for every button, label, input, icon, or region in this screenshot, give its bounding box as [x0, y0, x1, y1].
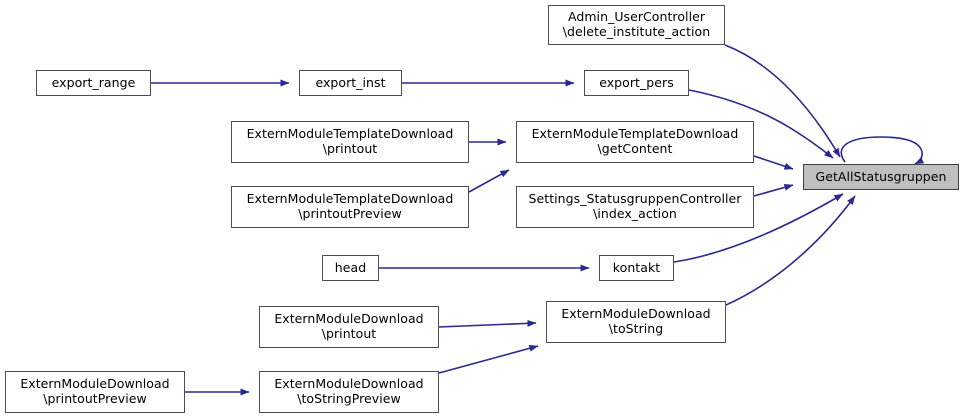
node-label: ExternModuleDownload \printout [274, 311, 424, 341]
edge-settings_statusgruppen-to-get_all_statusgruppen [753, 183, 794, 197]
node-label: ExternModuleTemplateDownload \printout [246, 126, 454, 156]
node-admin-usercontroller-delete-institute-action[interactable]: Admin_UserController \delete_institute_a… [548, 5, 725, 45]
node-label: ExternModuleTemplateDownload \getContent [531, 126, 739, 156]
node-label: export_pers [599, 74, 674, 90]
node-label: export_range [51, 74, 136, 90]
node-label: ExternModuleDownload \toString [561, 306, 711, 336]
node-label: Admin_UserController \delete_institute_a… [562, 9, 711, 39]
node-externmoduledownload-tostring[interactable]: ExternModuleDownload \toString [546, 301, 726, 343]
edge-get_all_statusgruppen-self-loop [840, 136, 925, 165]
node-label: ExternModuleTemplateDownload \printoutPr… [246, 191, 454, 221]
node-settings-statusgruppencontroller-index-action[interactable]: Settings_StatusgruppenController \index_… [516, 186, 754, 228]
node-label: export_inst [315, 74, 386, 90]
node-label: ExternModuleDownload \toStringPreview [274, 376, 424, 406]
node-export-range[interactable]: export_range [36, 70, 151, 96]
node-label: kontakt [612, 259, 661, 275]
node-label: Settings_StatusgruppenController \index_… [528, 191, 742, 221]
node-export-inst[interactable]: export_inst [299, 70, 402, 96]
edge-emtd_printoutpreview-to-emtd_getcontent [468, 169, 510, 193]
node-label: head [334, 259, 367, 275]
node-head[interactable]: head [322, 255, 379, 281]
node-externmoduledownload-printoutpreview[interactable]: ExternModuleDownload \printoutPreview [5, 371, 185, 413]
node-kontakt[interactable]: kontakt [599, 255, 674, 281]
edge-emd_printout-to-emd_tostring [438, 319, 537, 328]
node-label: ExternModuleDownload \printoutPreview [20, 376, 170, 406]
edge-emtd_getcontent-to-get_all_statusgruppen [753, 155, 794, 170]
node-label: GetAllStatusgruppen [815, 168, 947, 184]
node-externmoduletemplatedownload-getcontent[interactable]: ExternModuleTemplateDownload \getContent [516, 121, 754, 163]
node-externmoduletemplatedownload-printout[interactable]: ExternModuleTemplateDownload \printout [231, 121, 469, 163]
node-externmoduledownload-tostringpreview[interactable]: ExternModuleDownload \toStringPreview [259, 371, 439, 413]
node-externmoduletemplatedownload-printoutpreview[interactable]: ExternModuleTemplateDownload \printoutPr… [231, 186, 469, 228]
node-externmoduledownload-printout[interactable]: ExternModuleDownload \printout [259, 306, 439, 348]
edge-emd_tostringpreview-to-emd_tostring [438, 344, 539, 374]
node-export-pers[interactable]: export_pers [584, 70, 689, 96]
node-getallstatusgruppen[interactable]: GetAllStatusgruppen [803, 164, 959, 190]
